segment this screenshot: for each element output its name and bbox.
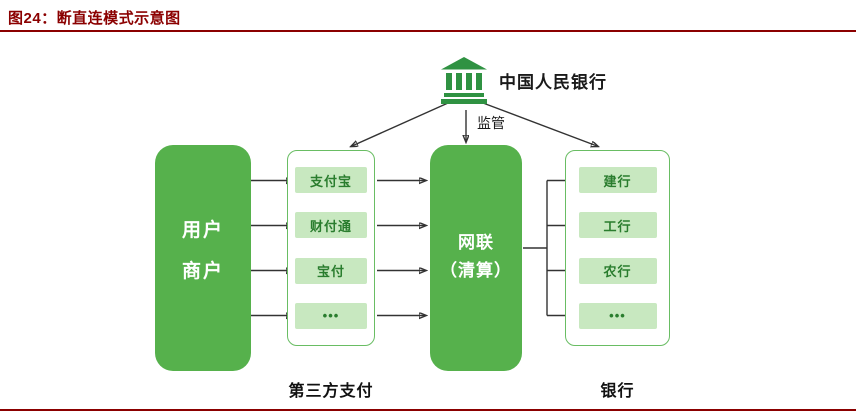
netsunion-label: 网联 [458, 232, 494, 252]
central-bank-arrows [352, 102, 597, 146]
figure-title: 图24：断直连模式示意图 [8, 10, 181, 27]
chip-abc: 农行 [578, 257, 657, 284]
netsunion-to-banks-connector [523, 179, 566, 317]
netsunion-box: 网联 （清算） [430, 145, 522, 371]
merchants-label: 商户 [181, 261, 224, 282]
users-label: 用户 [181, 220, 224, 241]
chip-ccb: 建行 [578, 167, 657, 193]
title-divider [0, 30, 856, 32]
central-bank-label: 中国人民银行 [499, 72, 607, 92]
bank-icon [441, 57, 487, 104]
chip-icbc: 工行 [578, 212, 657, 239]
supervision-label: 监管 [477, 115, 505, 131]
user-to-thirdparty-arrows [251, 181, 292, 316]
chip-baofu: 宝付 [295, 257, 367, 284]
third-party-caption: 第三方支付 [288, 383, 374, 400]
users-merchants-box: 用户 商户 [155, 145, 251, 371]
banks-container: 建行 工行 农行 ••• [565, 150, 670, 346]
bottom-divider [0, 409, 856, 411]
thirdparty-to-netsunion-arrows [377, 181, 425, 316]
central-bank-node: 中国人民银行 [440, 56, 607, 104]
third-party-container: 支付宝 财付通 宝付 ••• [287, 150, 375, 346]
chip-thirdparty-ellipsis: ••• [295, 302, 367, 329]
clearing-label: （清算） [440, 260, 512, 280]
chip-alipay: 支付宝 [295, 167, 367, 193]
chip-banks-ellipsis: ••• [578, 302, 657, 329]
chip-tenpay: 财付通 [295, 212, 367, 239]
banks-caption: 银行 [600, 383, 635, 400]
